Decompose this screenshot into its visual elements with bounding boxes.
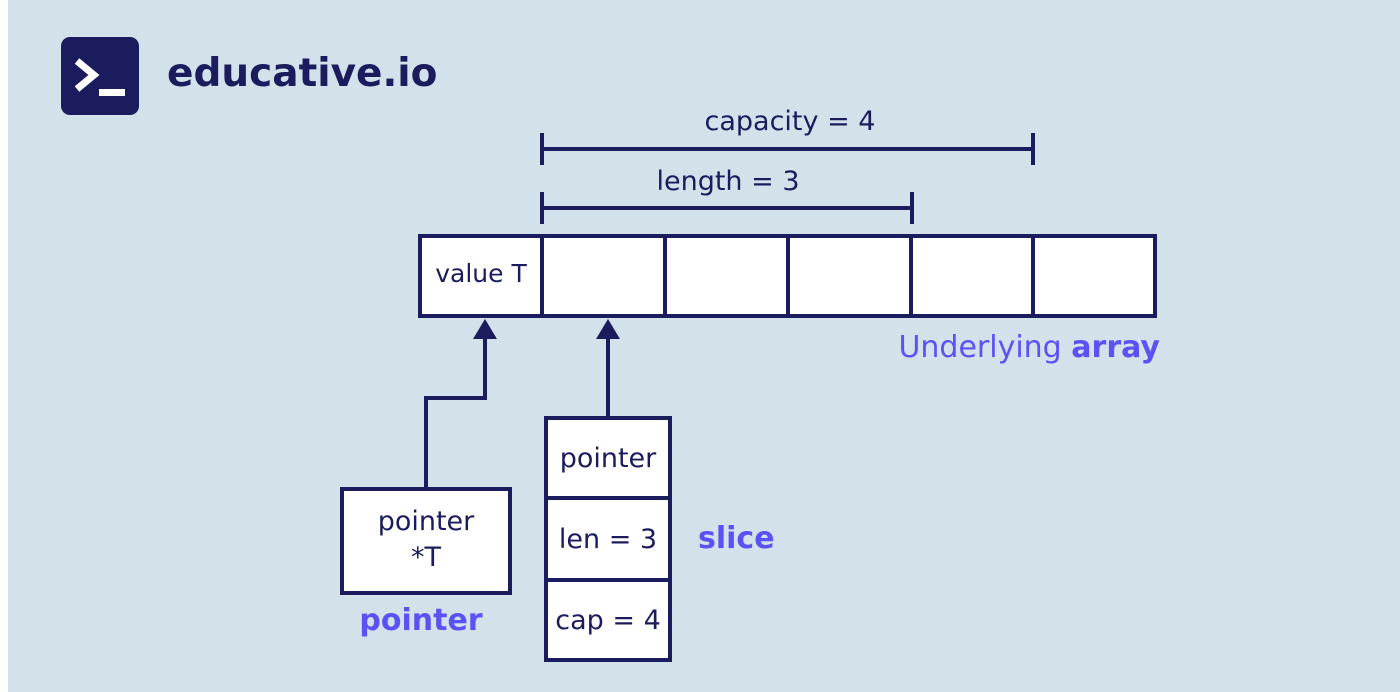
array-cell	[1031, 234, 1157, 318]
brand-name: educative.io	[167, 51, 438, 96]
slice-field-len: len = 3	[558, 524, 658, 555]
value-cell-label: value T	[435, 259, 527, 288]
pointer-arrow-head	[473, 319, 497, 339]
pointer-box-line1: pointer	[377, 506, 475, 537]
array-cell	[786, 234, 913, 318]
slice-field-pointer: pointer	[559, 443, 657, 474]
array-cell	[540, 234, 667, 318]
array-caption-prefix: Underlying	[898, 330, 1062, 365]
capacity-label: capacity = 4	[704, 106, 876, 137]
pointer-caption: pointer	[359, 603, 483, 638]
slice-field-cap: cap = 4	[555, 605, 661, 636]
slice-caption: slice	[698, 521, 775, 556]
slice-pointer-arrow-head	[596, 319, 620, 339]
array-cell-value	[418, 234, 544, 318]
terminal-prompt-icon	[74, 58, 125, 96]
array-cell	[909, 234, 1035, 318]
array-caption: Underlying array	[880, 330, 1160, 366]
slice-box	[544, 416, 672, 662]
underlying-array	[418, 234, 1157, 318]
educative-logo	[61, 37, 139, 115]
pointer-box	[340, 487, 512, 595]
array-cell	[663, 234, 790, 318]
length-label: length = 3	[656, 166, 800, 197]
left-edge-strip	[0, 0, 8, 692]
array-caption-bold: array	[1071, 330, 1160, 365]
pointer-arrow	[424, 336, 487, 488]
pointer-box-line2: *T	[411, 542, 441, 573]
